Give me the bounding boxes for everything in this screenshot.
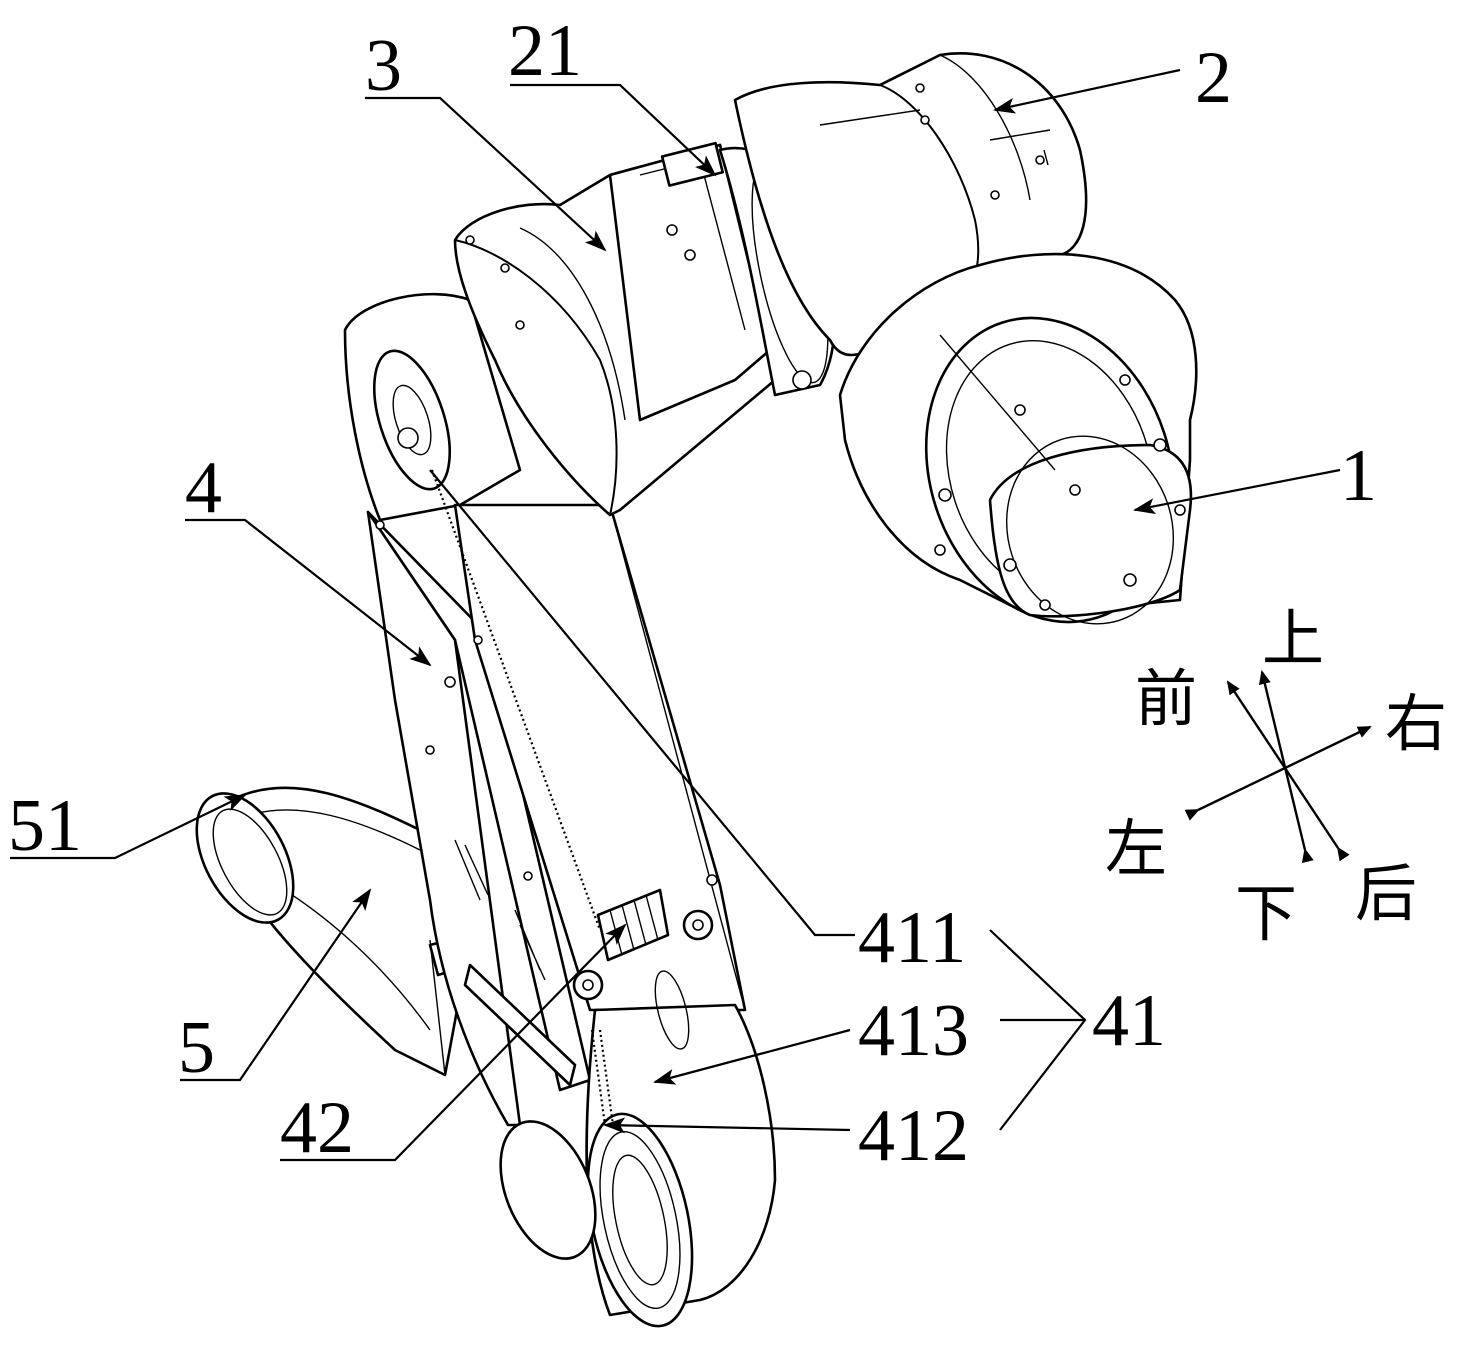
dir-back-label: 后 <box>1355 857 1417 930</box>
dir-up-label: 上 <box>1262 602 1324 675</box>
direction-indicator <box>1198 672 1370 850</box>
label-4: 4 <box>185 447 222 529</box>
label-413: 413 <box>858 990 969 1072</box>
label-3: 3 <box>365 25 402 107</box>
label-412: 412 <box>858 1095 969 1177</box>
label-42: 42 <box>280 1087 354 1169</box>
dir-right-label: 右 <box>1385 687 1447 760</box>
label-41: 41 <box>1092 980 1166 1062</box>
dir-front-label: 前 <box>1135 662 1197 735</box>
dir-down-label: 下 <box>1235 877 1297 950</box>
label-5: 5 <box>178 1007 215 1089</box>
label-21: 21 <box>508 10 582 92</box>
label-1: 1 <box>1340 435 1377 517</box>
label-411: 411 <box>858 897 966 979</box>
label-51: 51 <box>8 785 82 867</box>
dir-left-label: 左 <box>1105 812 1167 885</box>
label-2: 2 <box>1195 37 1232 119</box>
motor-1 <box>840 254 1212 654</box>
